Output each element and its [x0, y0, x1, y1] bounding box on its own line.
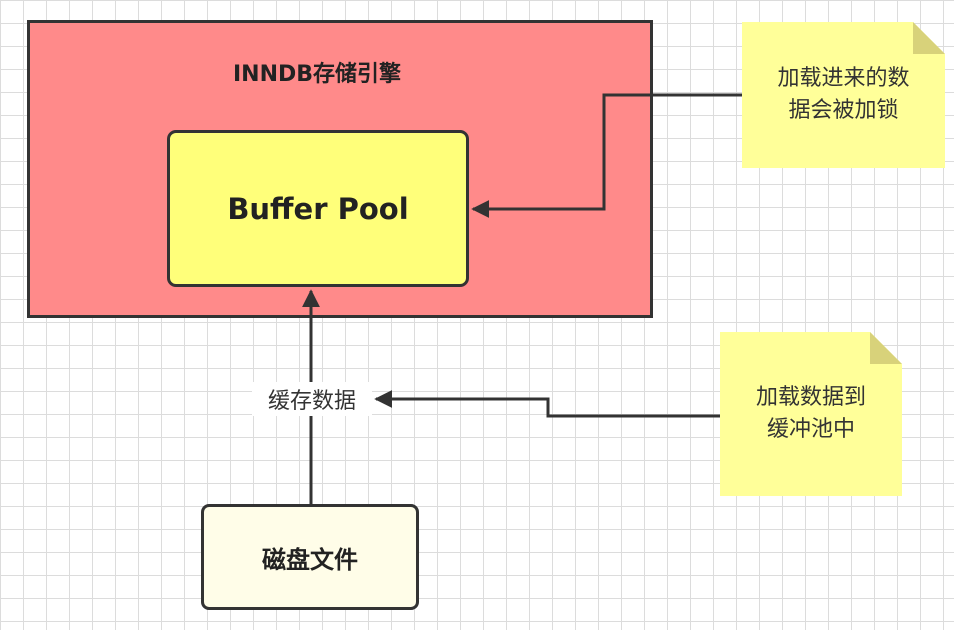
buffer-pool-box[interactable]: Buffer Pool: [167, 130, 469, 287]
load-note-line-1: 加载数据到: [755, 385, 866, 410]
disk-file-label: 磁盘文件: [262, 545, 358, 574]
innodb-engine-title: INNDB存储引擎: [232, 62, 402, 87]
cache-data-label: 缓存数据: [252, 382, 372, 416]
load-note-arrow: [374, 390, 720, 418]
lock-note-line-1: 加载进来的数: [777, 66, 910, 91]
note-fold-corner: [913, 22, 945, 54]
load-note-text: 加载数据到 缓冲池中: [756, 382, 866, 446]
lock-note-text: 加载进来的数 据会被加锁: [777, 63, 909, 127]
buffer-pool-label: Buffer Pool: [227, 191, 409, 226]
lock-note[interactable]: 加载进来的数 据会被加锁: [742, 22, 945, 168]
load-note-line-2: 缓冲池中: [766, 417, 855, 442]
disk-file-box[interactable]: 磁盘文件: [201, 504, 419, 610]
note-fold-corner: [870, 332, 902, 364]
lock-note-line-2: 据会被加锁: [788, 98, 899, 123]
load-note[interactable]: 加载数据到 缓冲池中: [720, 332, 902, 496]
